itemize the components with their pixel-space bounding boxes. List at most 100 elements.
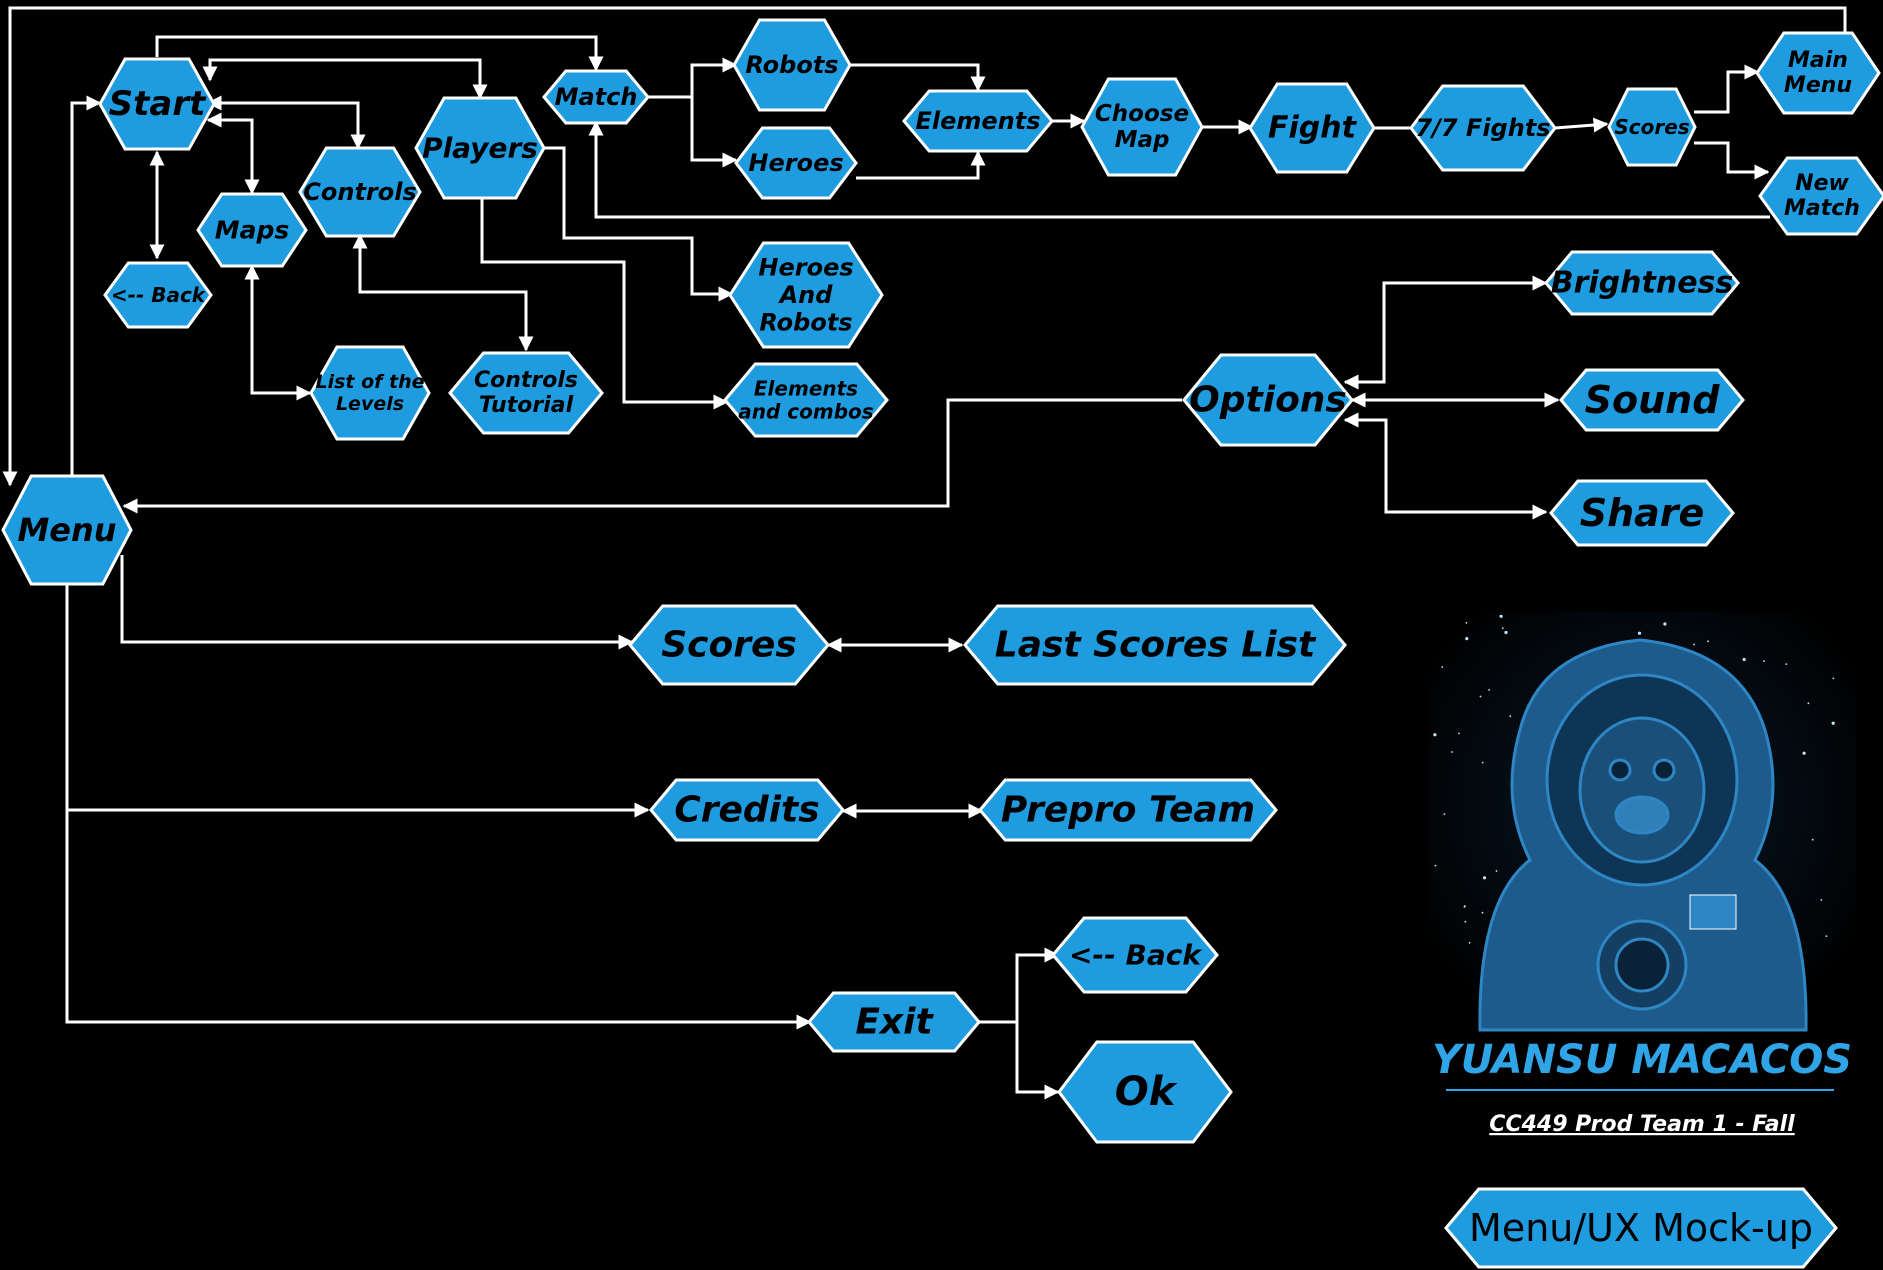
star xyxy=(1434,864,1437,867)
node-start: Start xyxy=(98,57,216,151)
node-label: Main xyxy=(1788,48,1848,73)
edge-options-menu xyxy=(122,398,1182,514)
node-shape xyxy=(1080,77,1204,177)
node-shape xyxy=(196,192,308,268)
node-shape xyxy=(1559,368,1745,432)
edge-start-match xyxy=(155,35,604,72)
node-mockup: Menu/UX Mock-up xyxy=(1444,1187,1838,1269)
edge-robots-elements xyxy=(850,63,986,92)
node-shape xyxy=(448,351,604,435)
node-label: Start xyxy=(109,84,207,124)
node-label: and combos xyxy=(738,400,874,424)
node-last-scores: Last Scores List xyxy=(963,604,1347,686)
star xyxy=(1509,715,1512,718)
node-shape xyxy=(902,89,1054,153)
star xyxy=(1488,689,1490,691)
node-label: Brightness xyxy=(1551,266,1734,301)
star xyxy=(1464,920,1467,923)
node-shape xyxy=(98,57,216,151)
star xyxy=(1468,942,1471,944)
node-share: Share xyxy=(1549,479,1735,547)
node-label: Sound xyxy=(1585,378,1721,422)
node-label: Elements xyxy=(754,377,858,401)
node-match: Match xyxy=(542,69,650,125)
edge-exit-ok xyxy=(1015,1022,1060,1100)
star xyxy=(1637,631,1642,635)
node-label: Options xyxy=(1189,380,1347,421)
node-shape xyxy=(963,604,1347,686)
node-robots: Robots xyxy=(732,18,852,112)
star xyxy=(1693,643,1695,646)
edge-start-players xyxy=(202,58,488,100)
node-shape xyxy=(542,69,650,125)
node-sound: Sound xyxy=(1559,368,1745,432)
star xyxy=(1504,630,1508,635)
edge-77-scores xyxy=(1554,117,1609,133)
node-label: Map xyxy=(1115,127,1170,153)
edge-start-maps xyxy=(206,112,260,195)
star xyxy=(1465,622,1468,624)
star xyxy=(1707,640,1709,643)
star xyxy=(1820,899,1823,901)
node-controls: Controls xyxy=(298,146,422,238)
node-label: Last Scores List xyxy=(995,625,1317,666)
node-label: Scores xyxy=(1614,115,1689,139)
node-shape xyxy=(728,241,884,349)
node-shape xyxy=(298,146,422,238)
edge-scores-newmatch xyxy=(1694,141,1770,180)
node-back-exit: <-- Back xyxy=(1051,916,1219,994)
star xyxy=(1763,660,1765,662)
node-shape xyxy=(1755,31,1881,115)
star xyxy=(1742,657,1746,662)
node-label: Heroes xyxy=(758,253,853,281)
node-label: Controls xyxy=(474,368,578,393)
node-shape xyxy=(1051,916,1219,994)
team-logo: YUANSU MACACOS CC449 Prod Team 1 - Fall xyxy=(1428,612,1856,1137)
star xyxy=(1465,637,1469,641)
node-label: Elements xyxy=(915,107,1040,135)
node-label: Levels xyxy=(336,393,404,415)
node-shape xyxy=(807,991,981,1053)
star xyxy=(1443,813,1446,815)
node-ok: Ok xyxy=(1057,1040,1233,1144)
node-shape xyxy=(1544,250,1740,316)
edge-maps-levels xyxy=(244,264,312,401)
logo-subtitle: CC449 Prod Team 1 - Fall xyxy=(1489,1112,1795,1137)
edge-match-heroes xyxy=(690,97,738,168)
node-label: Menu/UX Mock-up xyxy=(1469,1206,1813,1250)
node-label: Menu xyxy=(1784,73,1852,98)
node-label: Exit xyxy=(855,1002,934,1043)
node-shape xyxy=(414,96,546,200)
node-players: Players xyxy=(414,96,546,200)
node-brightness: Brightness xyxy=(1544,250,1740,316)
node-shape xyxy=(732,18,852,112)
node-label: Menu xyxy=(17,511,116,549)
node-label: Robots xyxy=(759,309,852,337)
node-back-small: <-- Back xyxy=(103,261,213,329)
node-prepro: Prepro Team xyxy=(978,778,1278,842)
node-label: And xyxy=(778,281,834,309)
edge-exit-back xyxy=(978,947,1060,1024)
edge-options-brightness xyxy=(1343,275,1548,390)
node-fight: Fight xyxy=(1248,82,1376,174)
node-label: Match xyxy=(1784,196,1860,221)
node-label: Share xyxy=(1580,491,1705,535)
node-elements: Elements xyxy=(902,89,1054,153)
node-label: Prepro Team xyxy=(1001,790,1255,831)
node-label: <-- Back xyxy=(1069,939,1203,972)
node-label: Choose xyxy=(1095,101,1189,127)
node-shape xyxy=(723,362,889,438)
node-label: Fight xyxy=(1268,111,1358,146)
edge-scores-mainmenu xyxy=(1694,64,1760,114)
star xyxy=(1481,761,1484,764)
node-shape xyxy=(1,474,133,586)
star xyxy=(1663,622,1667,626)
logo-title: YUANSU MACACOS xyxy=(1432,1037,1852,1083)
edge-menu-scores xyxy=(120,555,634,650)
edge-players-elements xyxy=(480,196,729,410)
edge-menu-exit xyxy=(65,810,812,1030)
